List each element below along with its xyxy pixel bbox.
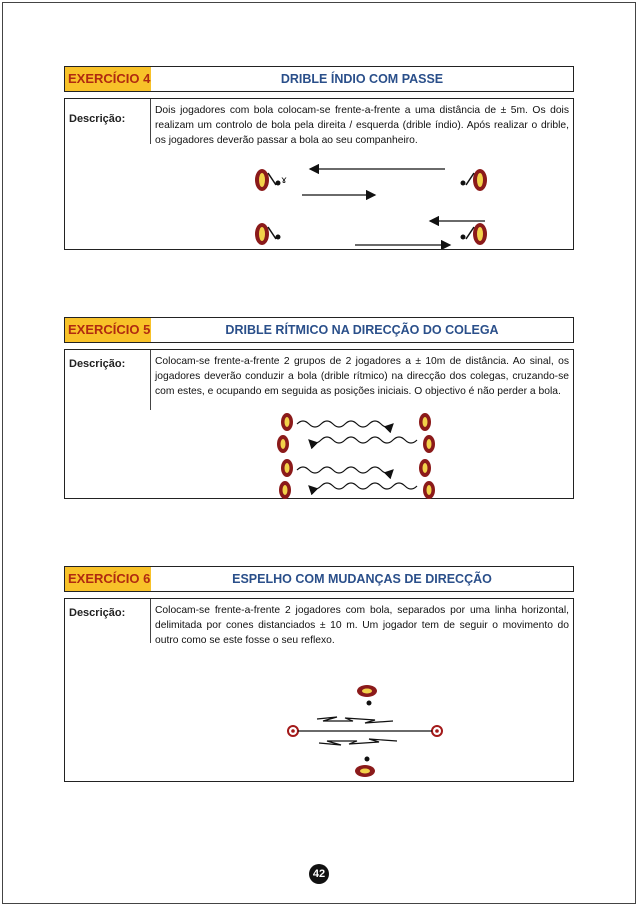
description-label: Descrição: bbox=[69, 358, 126, 370]
page-number: 42 bbox=[309, 864, 329, 884]
dribble-path bbox=[308, 482, 418, 496]
movement-path bbox=[316, 716, 394, 724]
player-icon bbox=[419, 459, 431, 477]
player-icon bbox=[460, 169, 487, 191]
exercise-5: EXERCÍCIO 5 DRIBLE RÍTMICO NA DIRECÇÃO D… bbox=[64, 317, 574, 499]
exercise-4: EXERCÍCIO 4 DRIBLE ÍNDIO COM PASSE Descr… bbox=[64, 66, 574, 250]
exercise-label: EXERCÍCIO 4 bbox=[65, 67, 151, 91]
player-icon bbox=[423, 435, 435, 453]
exercise-body: Descrição: Colocam-se frente-a-frente 2 … bbox=[64, 349, 574, 499]
exercise-title: ESPELHO COM MUDANÇAS DE DIRECÇÃO bbox=[232, 572, 492, 586]
dribble-path bbox=[296, 420, 394, 434]
description-label: Descrição: bbox=[69, 607, 126, 619]
player-icon bbox=[281, 459, 293, 477]
cone-icon bbox=[431, 725, 443, 737]
player-icon bbox=[281, 413, 293, 431]
exercise-header: EXERCÍCIO 6 ESPELHO COM MUDANÇAS DE DIRE… bbox=[64, 566, 574, 592]
cone-icon bbox=[287, 725, 299, 737]
movement-path bbox=[318, 738, 398, 746]
drill-diagram: ɤ bbox=[255, 163, 487, 249]
player-icon bbox=[279, 481, 291, 499]
player-icon bbox=[355, 765, 375, 777]
exercise-header: EXERCÍCIO 5 DRIBLE RÍTMICO NA DIRECÇÃO D… bbox=[64, 317, 574, 343]
exercise-label: EXERCÍCIO 5 bbox=[65, 318, 151, 342]
player-icon bbox=[357, 685, 377, 697]
dribble-path bbox=[308, 436, 418, 450]
player-icon bbox=[423, 481, 435, 499]
exercise-body: Descrição: Dois jogadores com bola coloc… bbox=[64, 98, 574, 250]
dribble-path bbox=[296, 466, 394, 480]
exercise-title: DRIBLE ÍNDIO COM PASSE bbox=[280, 72, 444, 86]
description-label: Descrição: bbox=[69, 113, 126, 125]
description-text: Colocam-se frente-a-frente 2 jogadores c… bbox=[155, 605, 569, 646]
exercise-header: EXERCÍCIO 4 DRIBLE ÍNDIO COM PASSE bbox=[64, 66, 574, 92]
description-text: Dois jogadores com bola colocam-se frent… bbox=[155, 105, 569, 146]
player-icon bbox=[419, 413, 431, 431]
player-icon: ɤ bbox=[255, 169, 287, 191]
exercise-label: EXERCÍCIO 6 bbox=[65, 567, 151, 591]
description-text: Colocam-se frente-a-frente 2 grupos de 2… bbox=[155, 356, 569, 397]
player-icon bbox=[255, 223, 281, 245]
exercise-title: DRIBLE RÍTMICO NA DIRECÇÃO DO COLEGA bbox=[225, 323, 499, 337]
description-divider bbox=[150, 99, 151, 144]
description-divider bbox=[150, 599, 151, 643]
ball-icon bbox=[364, 756, 370, 762]
player-icon bbox=[277, 435, 289, 453]
exercise-6: EXERCÍCIO 6 ESPELHO COM MUDANÇAS DE DIRE… bbox=[64, 566, 574, 782]
ball-icon bbox=[366, 700, 372, 706]
description-divider bbox=[150, 350, 151, 410]
drill-diagram bbox=[287, 685, 443, 777]
svg-text:ɤ: ɤ bbox=[281, 175, 287, 186]
drill-diagram bbox=[277, 413, 435, 499]
exercise-body: Descrição: Colocam-se frente-a-frente 2 … bbox=[64, 598, 574, 782]
player-icon bbox=[460, 223, 487, 245]
